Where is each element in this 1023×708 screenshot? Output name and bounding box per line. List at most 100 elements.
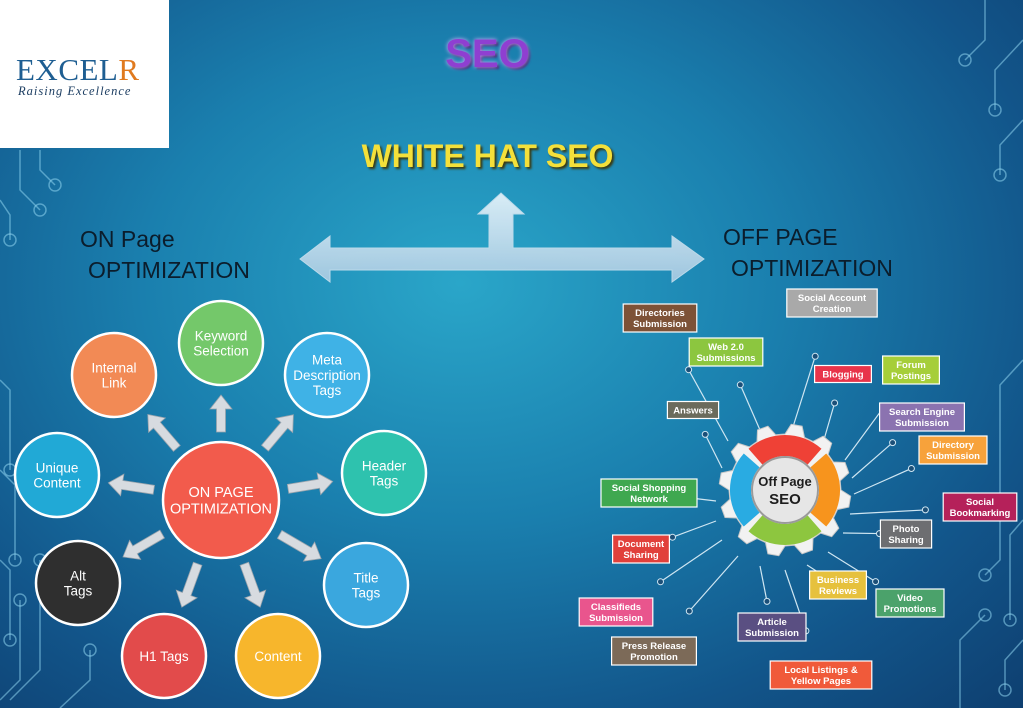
label-text: Sharing	[888, 535, 924, 546]
circuit-trace	[964, 0, 986, 61]
page-title: SEO	[445, 32, 530, 76]
label-text: Blogging	[822, 369, 863, 380]
label-text: Document	[618, 539, 665, 550]
connector-dot	[736, 381, 744, 389]
label-text: Social Account	[798, 293, 867, 304]
logo-brand-accent: R	[118, 52, 140, 87]
circuit-trace	[0, 379, 11, 470]
connector-arrow	[260, 414, 294, 452]
label-text: Submission	[633, 319, 687, 330]
circuit-trace	[999, 359, 1023, 480]
circuit-node	[83, 643, 97, 657]
connector-line	[660, 539, 723, 583]
on-page-node-circle	[340, 429, 428, 517]
on-page-node-text: Keyword	[195, 328, 248, 343]
label-box	[786, 288, 878, 318]
label-text: Search Engine	[889, 407, 955, 418]
connector-line	[851, 442, 893, 479]
label-text: Social Shopping	[612, 483, 687, 494]
label-box	[737, 612, 807, 642]
label-text: Directory	[932, 440, 974, 451]
circuit-node	[993, 168, 1007, 182]
gear-segment	[729, 453, 760, 527]
logo-brand-main: EXCEL	[16, 52, 119, 87]
connector-dot	[889, 439, 897, 447]
circuit-node	[988, 103, 1002, 117]
connector-line	[842, 532, 880, 535]
label-box	[942, 492, 1018, 522]
label-text: Promotion	[630, 652, 678, 663]
on-page-center-node-text: ON PAGE	[189, 485, 254, 501]
label-text: Submission	[745, 628, 799, 639]
label-text: Video	[897, 593, 923, 604]
circuit-node	[13, 593, 27, 607]
circuit-trace	[1009, 519, 1023, 620]
connector-arrow	[239, 561, 267, 608]
on-page-center-node-circle	[161, 440, 281, 560]
connector-line	[739, 384, 761, 431]
label-text: Press Release	[622, 641, 686, 652]
connector-line	[853, 467, 912, 495]
connector-dot	[685, 607, 693, 615]
circuit-node	[48, 178, 62, 192]
on-page-node-text: Alt	[70, 568, 86, 583]
label-box	[881, 355, 940, 385]
connector-line	[704, 434, 723, 469]
on-page-node-circle	[283, 331, 371, 419]
label-text: Postings	[891, 371, 931, 382]
on-page-node-circle	[234, 612, 322, 700]
circuit-trace	[0, 559, 11, 640]
on-page-node-text: Description	[293, 368, 361, 383]
label-box	[813, 364, 872, 384]
gear-segment	[748, 434, 822, 465]
on-page-node-circle	[177, 299, 265, 387]
connector-dot	[811, 352, 819, 360]
label-text: Yellow Pages	[791, 676, 851, 687]
circuit-trace	[994, 39, 1023, 110]
on-page-node-text: Header	[362, 458, 407, 473]
connector-line	[849, 509, 926, 515]
label-box	[578, 597, 654, 627]
on-page-node-text: Tags	[370, 473, 399, 488]
label-text: Article	[757, 617, 787, 628]
label-text: Forum	[896, 360, 926, 371]
logo-brand: EXCELR	[16, 52, 140, 88]
label-text: Answers	[673, 405, 713, 416]
circuit-node	[3, 633, 17, 647]
label-box	[622, 303, 698, 333]
circuit-node	[978, 568, 992, 582]
circuit-node	[8, 553, 22, 567]
gear-hub	[751, 456, 819, 524]
label-text: Photo	[893, 524, 920, 535]
on-page-node-text: Tags	[352, 585, 381, 600]
connector-line	[844, 407, 884, 461]
gear-label: SEO	[769, 491, 801, 508]
on-page-node-circle	[34, 539, 122, 627]
connector-dot	[657, 578, 664, 586]
connector-dot	[921, 506, 929, 514]
on-page-label: ON Page OPTIMIZATION	[80, 224, 250, 286]
circuit-trace	[959, 614, 986, 708]
label-box	[688, 337, 764, 367]
label-box	[611, 534, 670, 564]
connector-arrow	[209, 394, 233, 433]
connector-line	[822, 402, 836, 444]
on-page-arrows	[107, 394, 334, 608]
connector-line	[759, 565, 768, 602]
